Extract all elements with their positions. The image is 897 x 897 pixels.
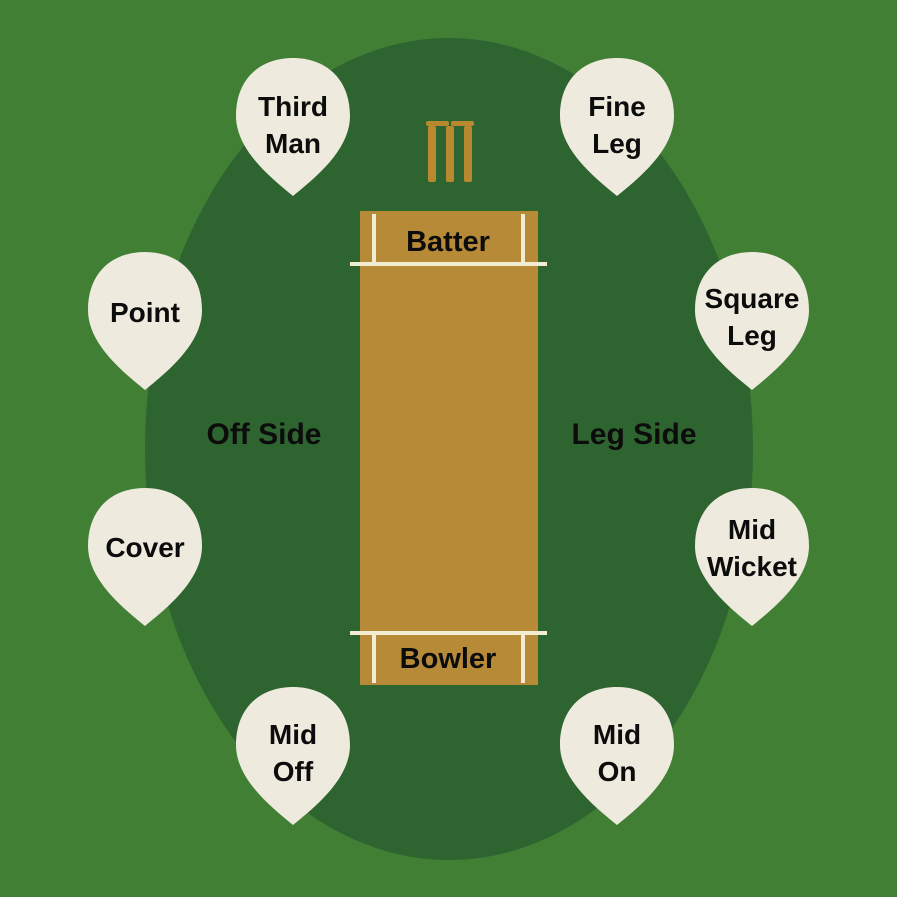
fielder-square-leg: Square Leg (695, 252, 809, 390)
fielder-cover: Cover (88, 488, 202, 626)
fielder-label-line: Man (265, 128, 321, 159)
batter-return-crease-right (521, 214, 525, 264)
fielder-label-line: On (598, 756, 637, 787)
fielder-marker-icon (236, 58, 350, 196)
pitch: Batter Bowler (350, 211, 547, 685)
fielder-label-line: Off (273, 756, 314, 787)
fielder-label-line: Mid (269, 719, 317, 750)
bowler-return-crease-right (521, 633, 525, 683)
fielder-marker-icon (88, 488, 202, 626)
stumps-icon (426, 121, 474, 182)
fielder-point: Point (88, 252, 202, 390)
fielder-label-line: Cover (105, 532, 184, 563)
fielder-marker-icon (695, 252, 809, 390)
fielder-marker-icon (560, 58, 674, 196)
fielder-label-line: Point (110, 297, 180, 328)
fielder-fine-leg: Fine Leg (560, 58, 674, 196)
fielder-markers: Third Man Fine Leg Point Square Leg Cove… (88, 58, 809, 825)
fielder-label-line: Wicket (707, 551, 797, 582)
fielder-mid-wicket: Mid Wicket (695, 488, 809, 626)
pitch-strip (360, 211, 538, 685)
bowler-popping-crease (350, 631, 547, 635)
fielder-label-line: Third (258, 91, 328, 122)
off-side-label: Off Side (206, 418, 321, 451)
bowler-label: Bowler (400, 643, 497, 675)
batter-popping-crease (350, 262, 547, 266)
batter-return-crease-left (372, 214, 376, 264)
fielder-label-line: Mid (593, 719, 641, 750)
fielder-marker-icon (695, 488, 809, 626)
fielder-third-man: Third Man (236, 58, 350, 196)
fielder-marker-icon (560, 687, 674, 825)
fielder-label-line: Leg (592, 128, 642, 159)
fielder-label-line: Leg (727, 320, 777, 351)
batter-label: Batter (406, 226, 490, 258)
fielder-marker-icon (236, 687, 350, 825)
fielder-marker-icon (88, 252, 202, 390)
fielder-mid-off: Mid Off (236, 687, 350, 825)
fielder-label-line: Fine (588, 91, 646, 122)
fielder-label-line: Square (705, 283, 800, 314)
leg-side-label: Leg Side (571, 418, 696, 451)
bowler-return-crease-left (372, 633, 376, 683)
fielder-label-line: Mid (728, 514, 776, 545)
fielder-mid-on: Mid On (560, 687, 674, 825)
